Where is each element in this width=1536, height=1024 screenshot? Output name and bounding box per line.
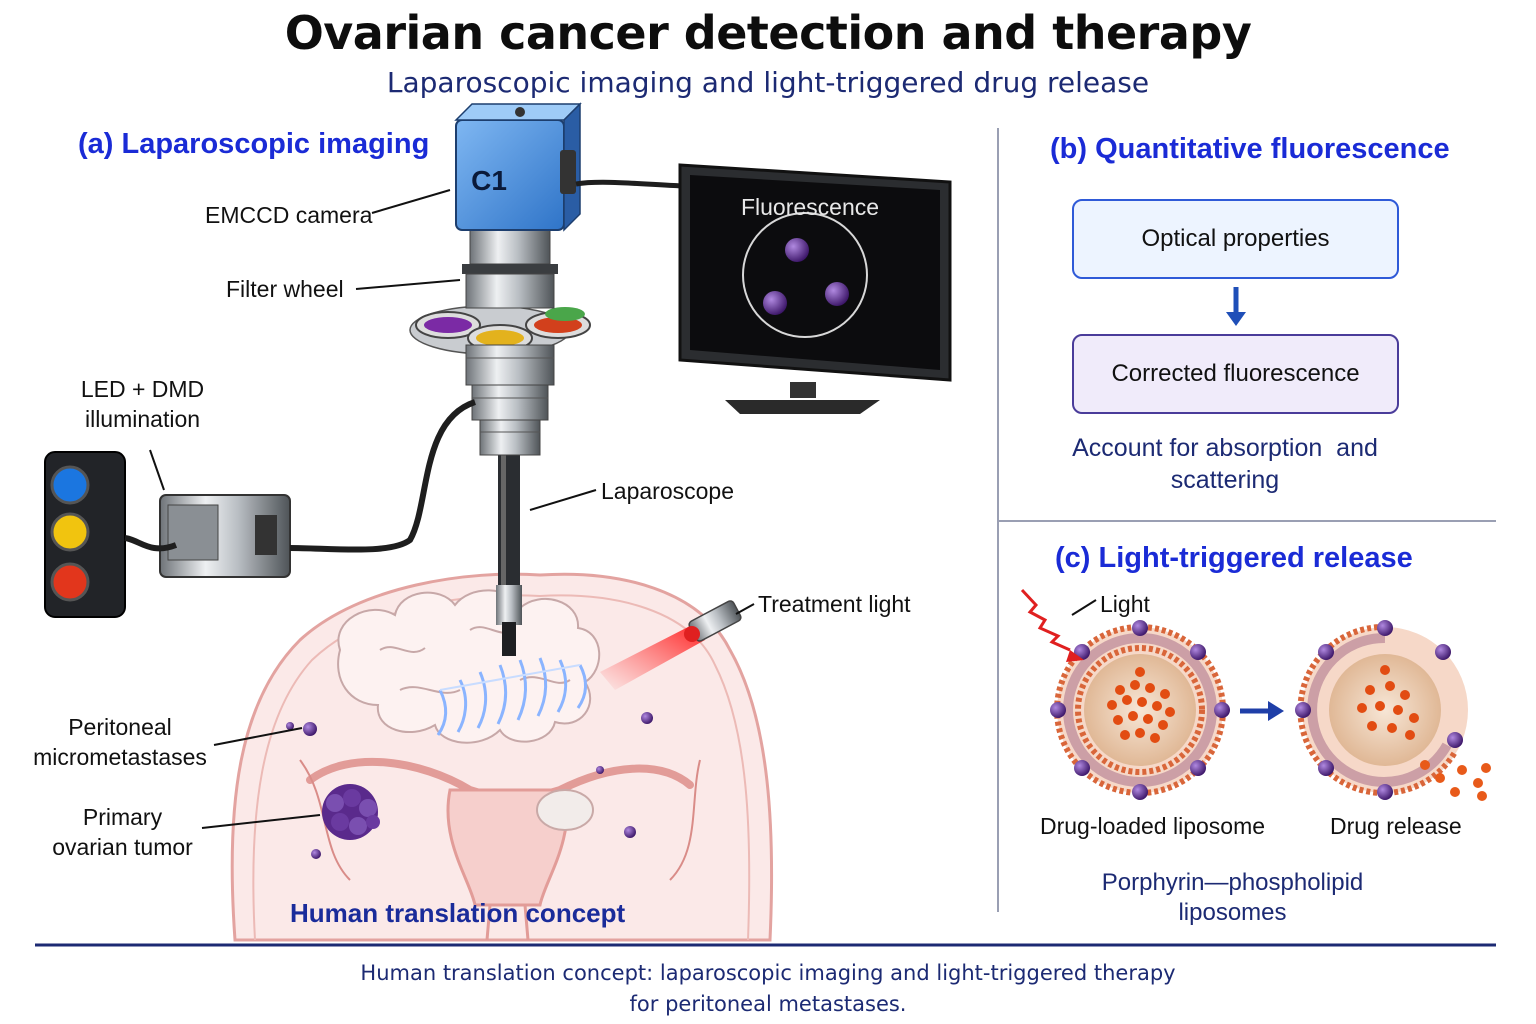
light-arrow-head	[1066, 650, 1084, 662]
label-laparoscope: Laparoscope	[601, 478, 734, 504]
label-treatment-light: Treatment light	[758, 591, 911, 617]
optical-tube	[462, 227, 558, 456]
label-drug-loaded-liposome: Drug-loaded liposome	[1040, 813, 1266, 839]
panel-a-heading: (a) Laparoscopic imaging	[78, 128, 430, 160]
label-tumor-line2: ovarian tumor	[52, 834, 193, 860]
laparoscope	[496, 452, 522, 656]
page-subtitle: Laparoscopic imaging and light-triggered…	[386, 66, 1150, 99]
label-tumor-line1: Primary	[82, 804, 163, 830]
label-drug-release: Drug release	[1330, 813, 1462, 839]
panel-c-heading: (c) Light-triggered release	[1055, 542, 1413, 574]
camera-badge: C1	[471, 165, 507, 196]
panel-a-caption: Human translation concept	[290, 898, 626, 928]
label-illumination-line2: illumination	[84, 406, 201, 432]
label-emccd-camera: EMCCD camera	[205, 202, 373, 228]
panel-c-caption: Porphyrin—phospholipid liposomes	[1060, 868, 1405, 928]
primary-ovarian-tumor	[322, 784, 380, 840]
illumination-cable	[289, 399, 477, 553]
panel-b-note: Account for absorption and scattering	[1040, 432, 1410, 496]
release-arrow	[1240, 701, 1284, 721]
label-light: Light	[1100, 591, 1150, 617]
monitor-label: Fluorescence	[741, 194, 879, 220]
note-line2: scattering	[1170, 466, 1280, 494]
leader-lines	[149, 189, 755, 829]
treatment-beam	[600, 626, 705, 690]
fluorescence-grid	[436, 657, 588, 736]
footer-caption: Human translation concept: laparoscopic …	[0, 958, 1536, 1020]
label-illumination-line1: LED + DMD	[80, 376, 205, 402]
footer-line2: for peritoneal metastases.	[629, 992, 907, 1016]
panel-b-heading: (b) Quantitative fluorescence	[1050, 133, 1450, 165]
footer-line1: Human translation concept: laparoscopic …	[360, 961, 1176, 985]
fluorescence-monitor	[678, 163, 952, 414]
flow-arrow-down	[1226, 287, 1246, 326]
corrected-fluorescence-box: Corrected fluorescence	[1072, 334, 1399, 414]
emccd-camera	[454, 102, 582, 232]
treatment-light-device	[684, 600, 742, 642]
caption-line2: liposomes	[1178, 899, 1287, 926]
label-micromet-line1: Peritoneal	[68, 714, 172, 740]
micrometastasis-dots	[286, 712, 653, 859]
label-micromet-line2: micrometastases	[33, 744, 207, 770]
note-line1: Account for absorption and	[1072, 434, 1378, 462]
optical-properties-box: Optical properties	[1072, 199, 1399, 279]
light-zigzag	[1020, 588, 1071, 652]
monitor-cable	[575, 179, 683, 189]
drug-release-liposome	[1295, 620, 1491, 801]
drug-loaded-liposome	[1050, 620, 1230, 800]
caption-line1: Porphyrin—phospholipid	[1101, 869, 1364, 896]
led-cable	[124, 535, 178, 552]
label-filter-wheel: Filter wheel	[226, 276, 344, 302]
right-ovary	[536, 789, 594, 831]
led-dmd-illumination	[44, 451, 291, 618]
page-title: Ovarian cancer detection and therapy	[284, 6, 1252, 60]
